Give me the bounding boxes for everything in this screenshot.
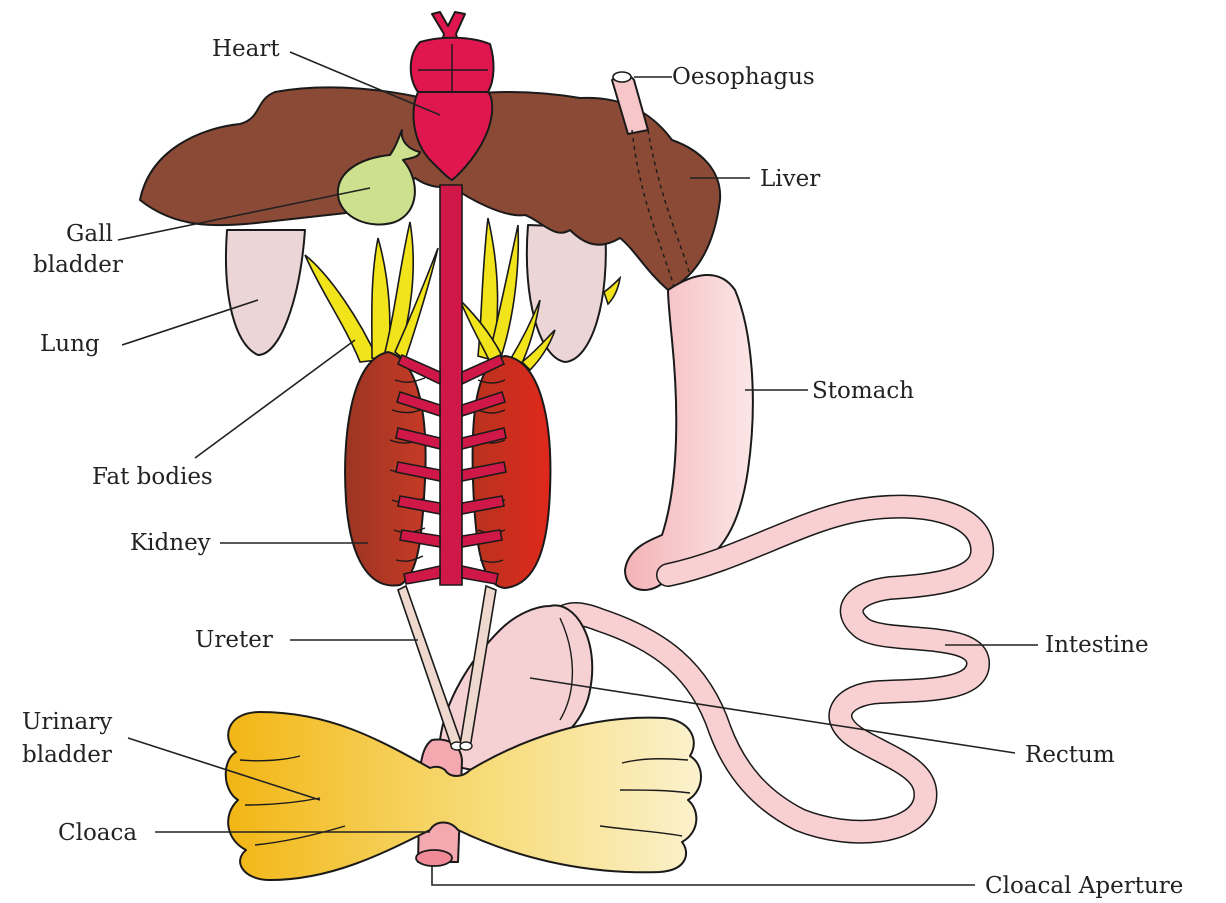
label-heart: Heart	[212, 36, 280, 62]
fat-body-finger-1	[305, 255, 378, 362]
left-ureter	[398, 586, 462, 748]
label-kidney: Kidney	[130, 530, 211, 556]
label-liver: Liver	[760, 166, 820, 192]
left-lung	[226, 230, 305, 355]
oesophagus-opening	[613, 72, 631, 82]
dorsal-aorta	[440, 185, 462, 585]
label-gall-bladder-line1: Gall	[66, 221, 113, 247]
label-rectum: Rectum	[1025, 742, 1115, 768]
label-gall-bladder-line2: bladder	[33, 252, 123, 278]
label-stomach: Stomach	[812, 378, 914, 404]
label-lung: Lung	[40, 331, 100, 357]
label-oesophagus: Oesophagus	[672, 64, 815, 90]
fat-body-finger-10	[604, 278, 620, 304]
right-lung	[527, 225, 606, 362]
label-intestine: Intestine	[1045, 632, 1149, 658]
label-cloaca: Cloaca	[58, 820, 137, 846]
label-urinary-bladder-line1: Urinary	[22, 709, 112, 735]
label-fat-bodies: Fat bodies	[92, 464, 213, 490]
label-ureter: Ureter	[195, 627, 273, 653]
cloacal-aperture	[416, 850, 452, 866]
label-cloacal-aperture: Cloacal Aperture	[985, 873, 1183, 899]
label-urinary-bladder-line2: bladder	[22, 742, 112, 768]
